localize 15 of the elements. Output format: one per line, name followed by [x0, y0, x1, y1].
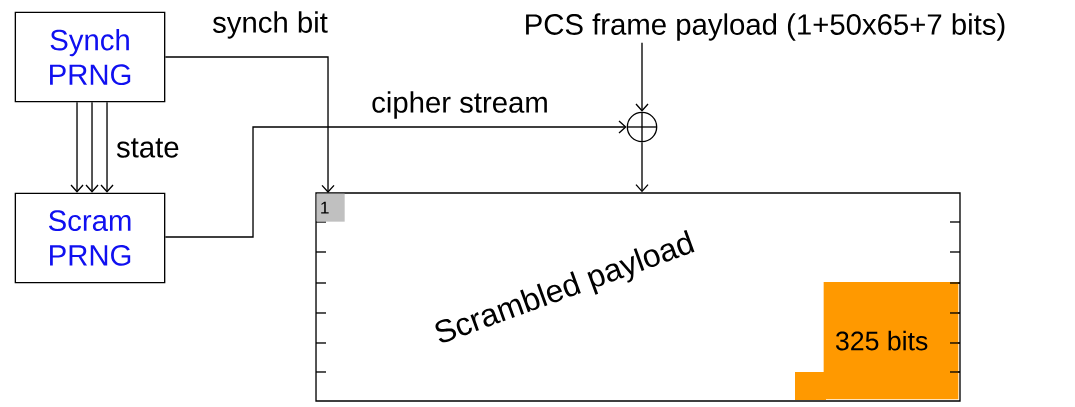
xor-symbol: [626, 111, 658, 143]
edge-label: state: [114, 137, 181, 159]
arrow: [100, 101, 114, 193]
padding-block: 325 bits: [795, 282, 961, 400]
process-box: Synch PRNG: [14, 11, 166, 103]
input-label: PCS frame payload (1+50x65+7 bits): [526, 13, 1005, 41]
arrow: [635, 42, 649, 112]
edge-label: synch bit: [210, 10, 330, 40]
process-box: Scram PRNG: [14, 192, 166, 284]
arrow: [70, 101, 84, 193]
arrow: [164, 56, 335, 193]
arrow: [85, 101, 99, 193]
arrow: [635, 141, 649, 193]
edge-label: cipher stream: [369, 90, 551, 120]
arrow: [164, 120, 627, 238]
